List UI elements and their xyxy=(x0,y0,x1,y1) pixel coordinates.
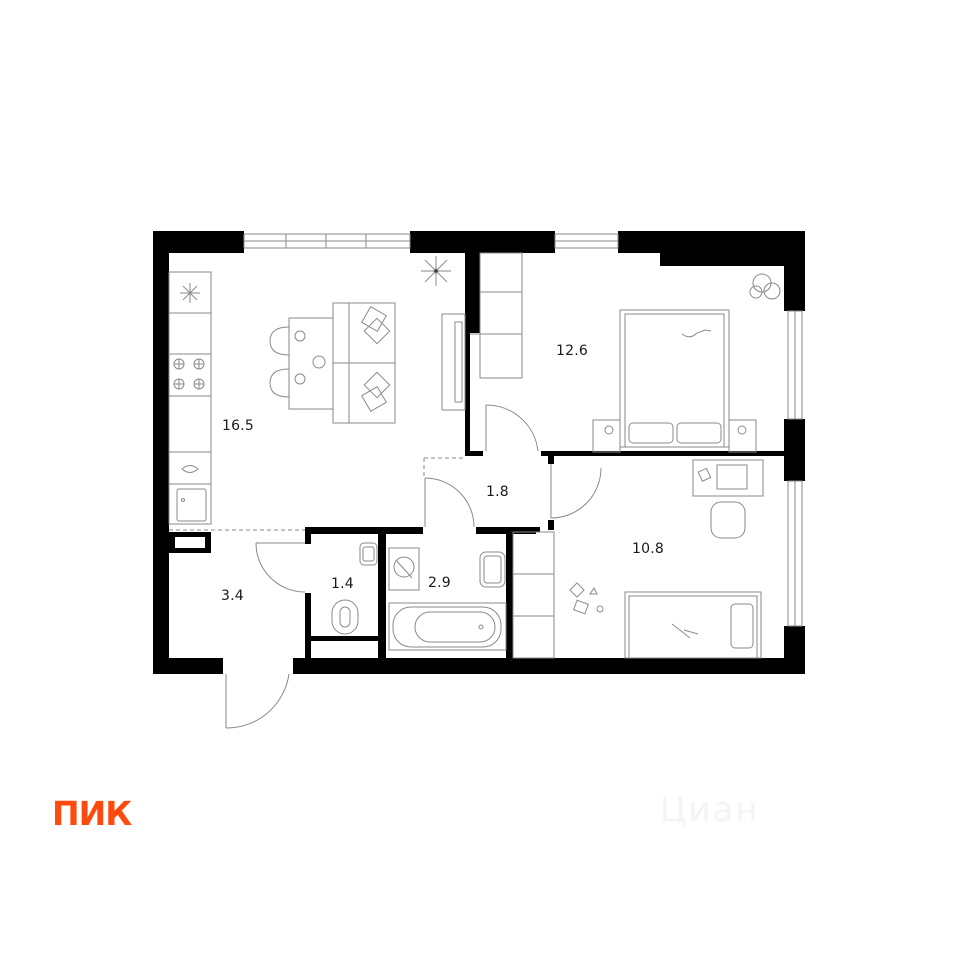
kitchen-furniture xyxy=(168,256,466,525)
room-label-toilet: 1.4 xyxy=(331,576,354,592)
bunny-icon xyxy=(671,623,699,639)
plant-icon xyxy=(421,256,451,286)
children-furniture xyxy=(512,459,764,659)
stove-icon xyxy=(173,358,205,390)
room-label-hallway-inner: 1.8 xyxy=(486,484,509,500)
room-label-children-room: 10.8 xyxy=(632,541,664,557)
flower-icon xyxy=(749,273,781,300)
room-label-kitchen-living: 16.5 xyxy=(222,418,254,434)
room-label-bedroom: 12.6 xyxy=(556,343,588,359)
windows xyxy=(243,233,803,627)
bathroom-fixtures xyxy=(331,542,507,651)
snowflake-icon xyxy=(180,283,200,303)
room-label-entrance-hall: 3.4 xyxy=(221,588,244,604)
room-label-bathroom: 2.9 xyxy=(428,575,451,591)
bedroom-furniture xyxy=(470,252,781,453)
sink-icon xyxy=(181,465,199,473)
toys-icon xyxy=(569,582,604,615)
cat-icon xyxy=(681,329,712,338)
watermark: Циан xyxy=(660,790,760,830)
brand-logo: ПИК xyxy=(52,794,132,833)
walls xyxy=(153,231,805,674)
doors xyxy=(169,404,602,729)
